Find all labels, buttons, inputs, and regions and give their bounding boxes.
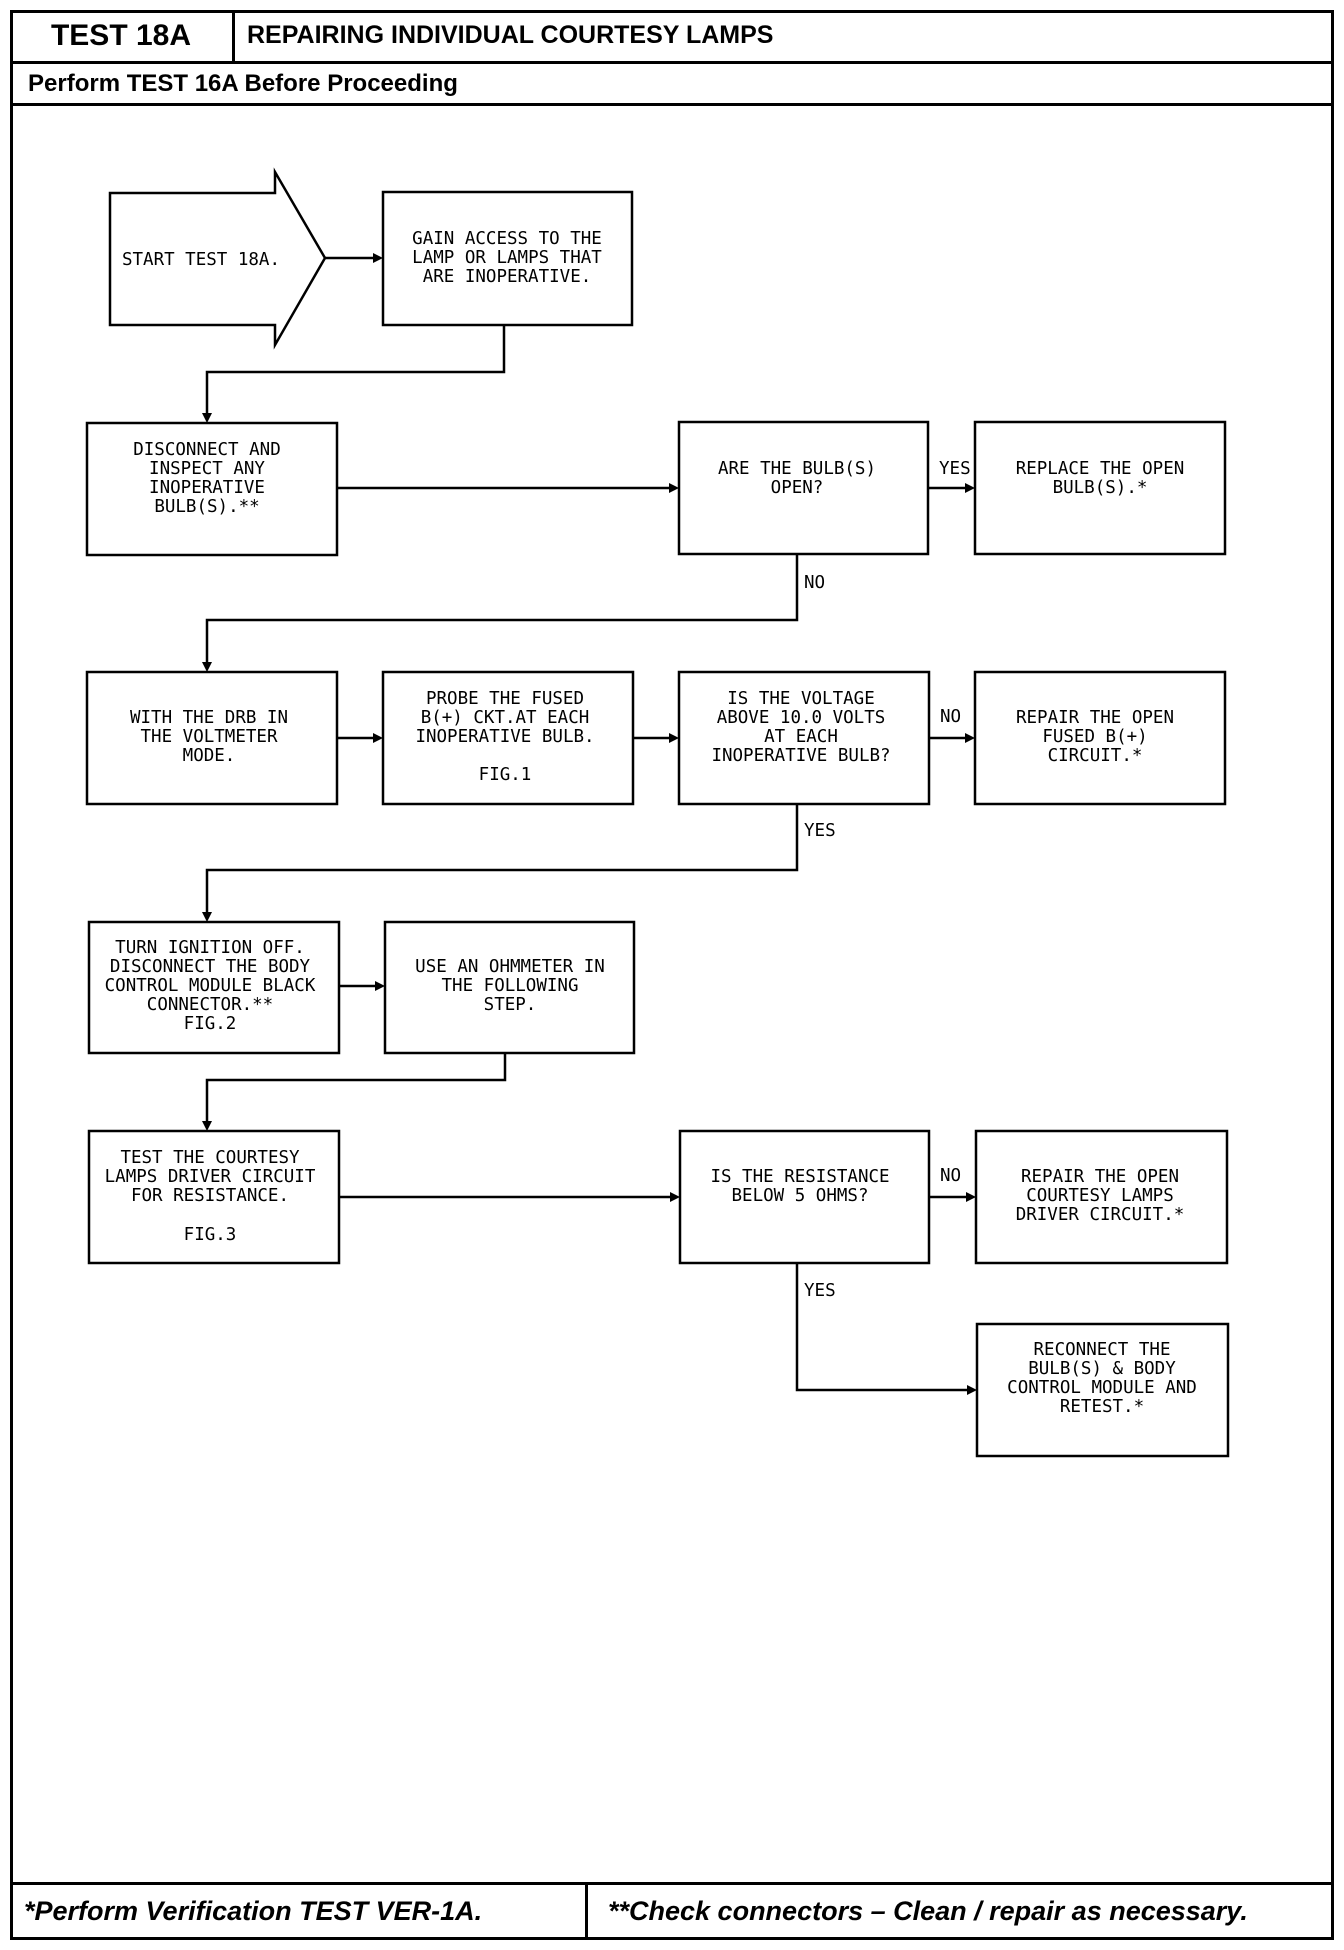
start-text: START TEST 18A. bbox=[122, 250, 280, 270]
replace-bulb-box bbox=[973, 420, 1227, 556]
repair-fused-line: FUSED B(+) bbox=[1042, 727, 1147, 747]
replace-line: BULB(S).* bbox=[1053, 478, 1148, 498]
question-line: ARE THE BULB(S) bbox=[718, 459, 876, 479]
repair-driver-box bbox=[974, 1129, 1229, 1265]
repair-driver-line: REPAIR THE OPEN bbox=[1021, 1167, 1179, 1187]
disconnect-line: BULB(S).** bbox=[154, 497, 259, 517]
drb-voltmeter-box bbox=[85, 670, 339, 806]
yes-label-voltage: YES bbox=[804, 821, 836, 841]
gain-access-line: GAIN ACCESS TO THE bbox=[412, 229, 602, 249]
replace-bulb-text: REPLACE THE OPEN BULB(S).* bbox=[1016, 459, 1185, 498]
ignition-line: TURN IGNITION OFF. bbox=[115, 938, 305, 958]
gain-access-line: ARE INOPERATIVE. bbox=[423, 267, 592, 287]
gain-access-line: LAMP OR LAMPS THAT bbox=[412, 248, 602, 268]
disconnect-line: INSPECT ANY bbox=[149, 459, 265, 479]
test-driver-line: TEST THE COURTESY bbox=[120, 1148, 300, 1168]
gain-access-text: GAIN ACCESS TO THE LAMP OR LAMPS THAT AR… bbox=[412, 229, 602, 287]
resistance-line: BELOW 5 OHMS? bbox=[732, 1186, 869, 1206]
test-driver-fig-label: FIG.3 bbox=[184, 1225, 237, 1245]
test-driver-line: FOR RESISTANCE. bbox=[131, 1186, 289, 1206]
reconnect-line: RETEST.* bbox=[1060, 1397, 1144, 1417]
test-driver-text: TEST THE COURTESY LAMPS DRIVER CIRCUIT F… bbox=[105, 1148, 316, 1245]
ohmmeter-line: STEP. bbox=[484, 995, 537, 1015]
voltage-line: ABOVE 10.0 VOLTS bbox=[717, 708, 886, 728]
drb-voltmeter-text: WITH THE DRB IN THE VOLTMETER MODE. bbox=[130, 708, 288, 766]
ignition-off-text: TURN IGNITION OFF. DISCONNECT THE BODY C… bbox=[105, 938, 316, 1034]
voltage-question-text: IS THE VOLTAGE ABOVE 10.0 VOLTS AT EACH … bbox=[711, 689, 890, 766]
yes-label-resistance: YES bbox=[804, 1281, 836, 1301]
test-id: TEST 18A bbox=[10, 10, 235, 64]
footer-verification-note: *Perform Verification TEST VER-1A. bbox=[10, 1885, 588, 1937]
ignition-line: CONTROL MODULE BLACK bbox=[105, 976, 316, 996]
no-label-voltage: NO bbox=[940, 707, 961, 727]
test-driver-box bbox=[87, 1129, 341, 1265]
probe-fig-label: FIG.1 bbox=[479, 765, 532, 785]
ignition-off-box bbox=[87, 920, 341, 1055]
voltage-line: IS THE VOLTAGE bbox=[727, 689, 875, 709]
repair-driver-text: REPAIR THE OPEN COURTESY LAMPS DRIVER CI… bbox=[1016, 1167, 1185, 1225]
probe-fused-text: PROBE THE FUSED B(+) CKT.AT EACH INOPERA… bbox=[415, 689, 594, 785]
no-label-bulbs-open: NO bbox=[804, 573, 825, 593]
probe-line: INOPERATIVE BULB. bbox=[415, 727, 594, 747]
yes-label-bulbs-open: YES bbox=[939, 459, 971, 479]
probe-line: B(+) CKT.AT EACH bbox=[421, 708, 590, 728]
ignition-fig-label: FIG.2 bbox=[184, 1014, 237, 1034]
drb-line: THE VOLTMETER bbox=[141, 727, 278, 747]
test-title: REPAIRING INDIVIDUAL COURTESY LAMPS bbox=[235, 10, 1334, 64]
no-label-resistance: NO bbox=[940, 1166, 961, 1186]
start-line: START TEST 18A. bbox=[122, 250, 280, 270]
footer-connectors-note: **Check connectors – Clean / repair as n… bbox=[608, 1895, 1248, 1926]
prerequisite-note: Perform TEST 16A Before Proceeding bbox=[10, 64, 1334, 106]
ohmmeter-line: THE FOLLOWING bbox=[442, 976, 579, 996]
gain-access-box bbox=[381, 190, 634, 327]
footer-divider bbox=[10, 1882, 1334, 1885]
ohmmeter-line: USE AN OHMMETER IN bbox=[415, 957, 605, 977]
connectors bbox=[202, 253, 977, 1395]
disconnect-line: DISCONNECT AND bbox=[133, 440, 281, 460]
ignition-line: DISCONNECT THE BODY bbox=[110, 957, 311, 977]
repair-fused-line: CIRCUIT.* bbox=[1048, 746, 1143, 766]
repair-fused-line: REPAIR THE OPEN bbox=[1016, 708, 1174, 728]
repair-fused-box bbox=[973, 670, 1227, 806]
reconnect-line: CONTROL MODULE AND bbox=[1007, 1378, 1197, 1398]
reconnect-text: RECONNECT THE BULB(S) & BODY CONTROL MOD… bbox=[1007, 1340, 1197, 1417]
drb-line: MODE. bbox=[183, 746, 236, 766]
ignition-line: CONNECTOR.** bbox=[147, 995, 273, 1015]
resistance-question-box bbox=[678, 1129, 931, 1265]
voltage-line: INOPERATIVE BULB? bbox=[711, 746, 890, 766]
drb-line: WITH THE DRB IN bbox=[130, 708, 288, 728]
test-driver-line: LAMPS DRIVER CIRCUIT bbox=[105, 1167, 316, 1187]
start-arrow bbox=[108, 167, 327, 350]
reconnect-box bbox=[975, 1322, 1230, 1458]
disconnect-bulbs-box bbox=[85, 421, 339, 557]
disconnect-line: INOPERATIVE bbox=[149, 478, 265, 498]
repair-fused-text: REPAIR THE OPEN FUSED B(+) CIRCUIT.* bbox=[1016, 708, 1174, 766]
reconnect-line: BULB(S) & BODY bbox=[1028, 1359, 1176, 1379]
voltage-question-box bbox=[677, 670, 931, 806]
repair-driver-line: COURTESY LAMPS bbox=[1026, 1186, 1174, 1206]
repair-driver-line: DRIVER CIRCUIT.* bbox=[1016, 1205, 1185, 1225]
probe-line: PROBE THE FUSED bbox=[426, 689, 584, 709]
probe-fused-box bbox=[381, 670, 635, 806]
use-ohmmeter-text: USE AN OHMMETER IN THE FOLLOWING STEP. bbox=[415, 957, 605, 1015]
voltage-line: AT EACH bbox=[764, 727, 838, 747]
question-line: OPEN? bbox=[771, 478, 824, 498]
use-ohmmeter-box bbox=[383, 920, 636, 1055]
resistance-line: IS THE RESISTANCE bbox=[710, 1167, 889, 1187]
bulbs-open-question-text: ARE THE BULB(S) OPEN? bbox=[718, 459, 876, 498]
page-frame bbox=[10, 10, 1334, 1940]
disconnect-bulbs-text: DISCONNECT AND INSPECT ANY INOPERATIVE B… bbox=[133, 440, 281, 517]
replace-line: REPLACE THE OPEN bbox=[1016, 459, 1185, 479]
reconnect-line: RECONNECT THE bbox=[1034, 1340, 1171, 1360]
resistance-question-text: IS THE RESISTANCE BELOW 5 OHMS? bbox=[710, 1167, 889, 1206]
